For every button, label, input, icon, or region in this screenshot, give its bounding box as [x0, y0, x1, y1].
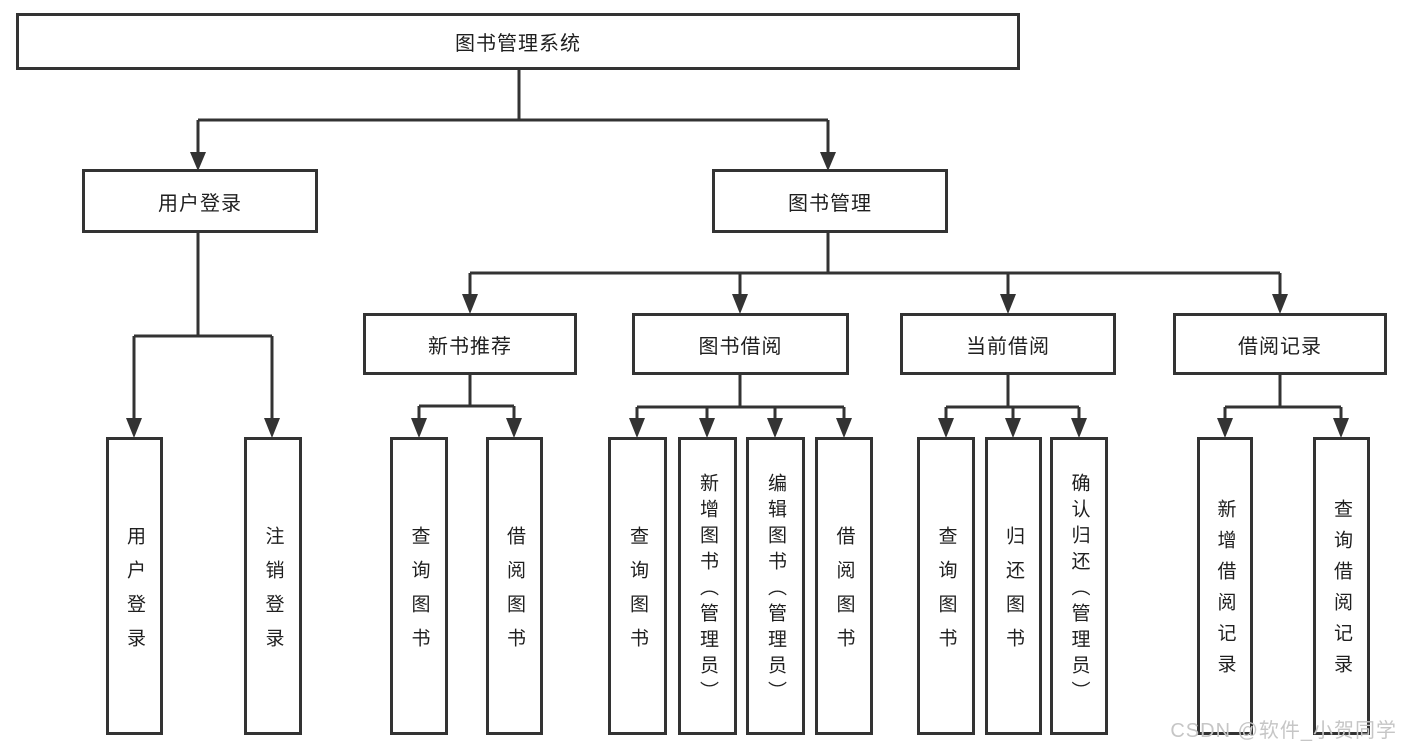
node-leaf-user-login: 用户登录 [106, 437, 163, 735]
node-new-book-recommend: 新书推荐 [363, 313, 577, 375]
node-leaf-borrow-books-recommend: 借阅图书 [486, 437, 543, 735]
connector-user-login-leaves [132, 233, 274, 419]
connector-records-leaves [1223, 375, 1343, 419]
arrowheads-book-mgmt-sections [462, 294, 1288, 314]
connector-recommend-leaves [417, 375, 516, 419]
node-user-login-branch: 用户登录 [82, 169, 318, 233]
arrowheads-borrow-leaves [629, 418, 852, 438]
node-leaf-edit-book-admin: 编辑图书（管理员） [746, 437, 805, 735]
arrowheads-records-leaves [1217, 418, 1349, 438]
node-leaf-query-books-borrow: 查询图书 [608, 437, 667, 735]
connector-root-to-branches [196, 70, 830, 153]
csdn-watermark: CSDN @软件_小贺同学 [1170, 720, 1397, 742]
connector-borrow-leaves [635, 375, 846, 419]
arrowheads-user-login-leaves [126, 418, 280, 438]
node-leaf-query-books-current: 查询图书 [917, 437, 975, 735]
node-borrow-records: 借阅记录 [1173, 313, 1387, 375]
node-leaf-confirm-return-admin: 确认归还（管理员） [1050, 437, 1108, 735]
node-leaf-logout: 注销登录 [244, 437, 302, 735]
connector-current-leaves [944, 375, 1081, 419]
arrowheads-recommend-leaves [411, 418, 522, 438]
node-root-system: 图书管理系统 [16, 13, 1020, 70]
node-leaf-borrow-books: 借阅图书 [815, 437, 873, 735]
node-current-borrow: 当前借阅 [900, 313, 1116, 375]
node-book-management-branch: 图书管理 [712, 169, 948, 233]
node-leaf-return-book: 归还图书 [985, 437, 1042, 735]
node-book-borrow: 图书借阅 [632, 313, 849, 375]
node-leaf-query-borrow-record: 查询借阅记录 [1313, 437, 1370, 735]
node-leaf-query-books-recommend: 查询图书 [390, 437, 448, 735]
connector-book-mgmt-sections [468, 233, 1282, 295]
node-leaf-add-book-admin: 新增图书（管理员） [678, 437, 737, 735]
arrowheads-current-leaves [938, 418, 1087, 438]
node-leaf-add-borrow-record: 新增借阅记录 [1197, 437, 1253, 735]
